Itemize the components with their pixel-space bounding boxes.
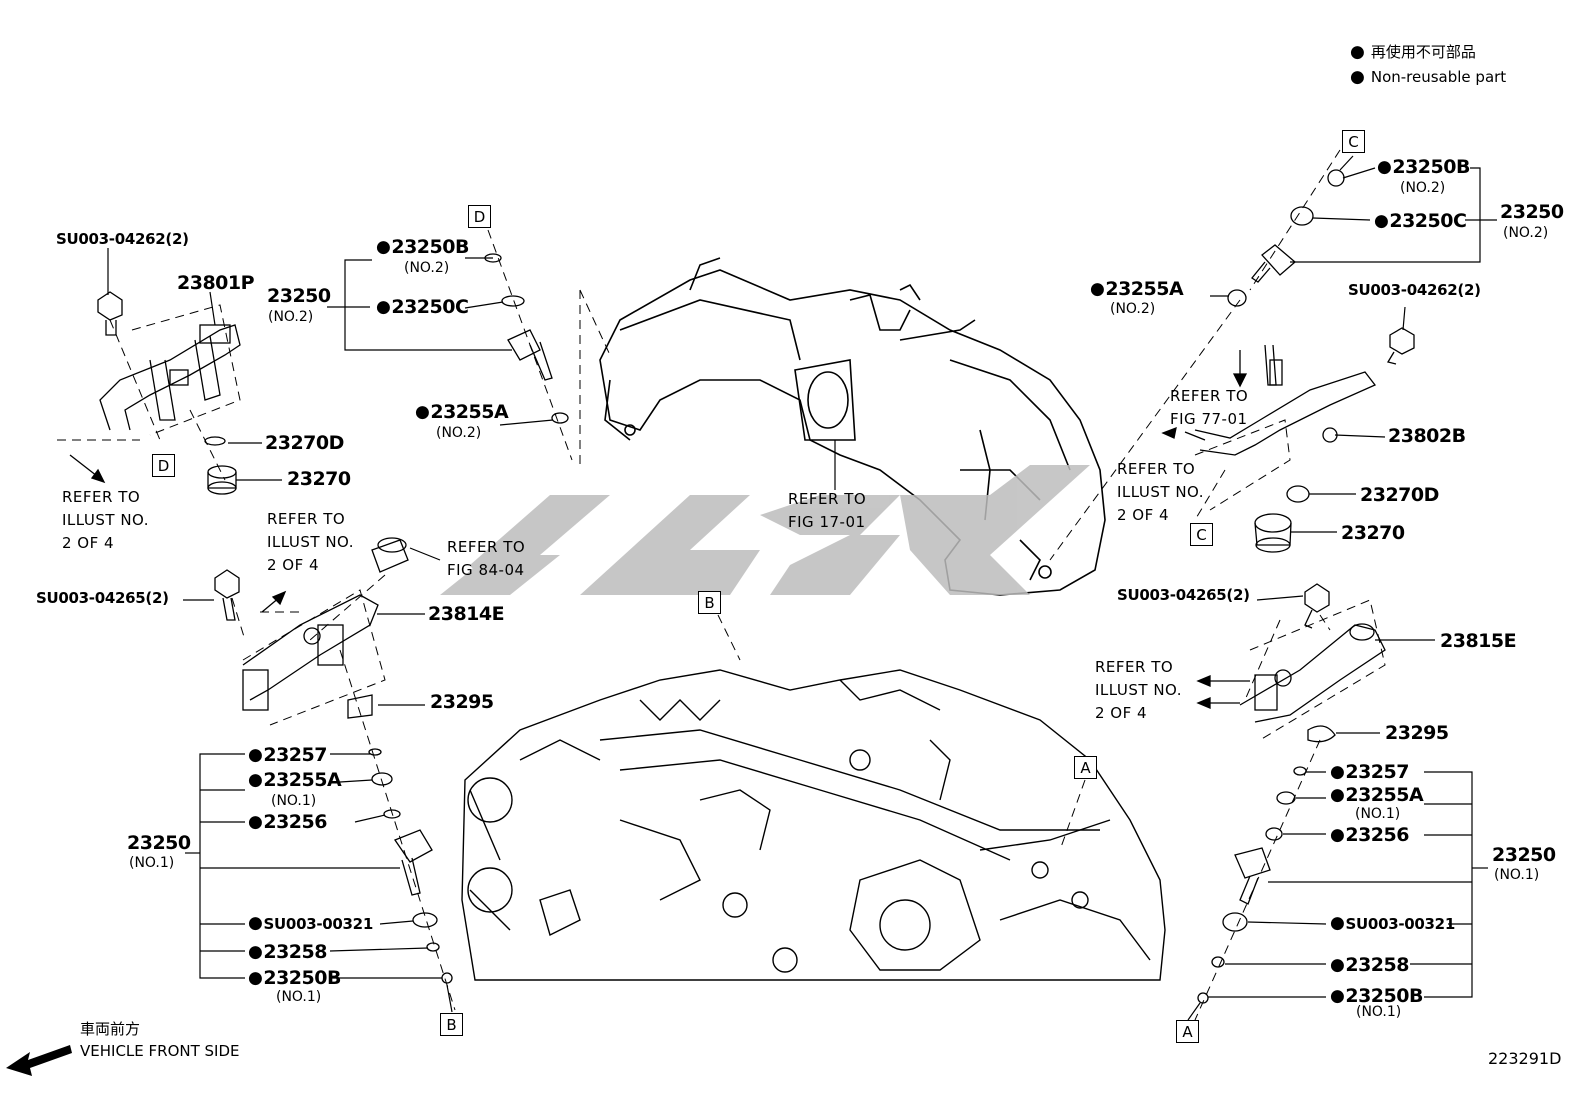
sub-23250-no2-left: (NO.2) [268, 309, 314, 325]
injector-lower-right-drawing [1234, 847, 1271, 905]
label-insulator-23295-left[interactable]: 23295 [430, 691, 494, 713]
sub-23255A-no2-right: (NO.2) [1110, 301, 1156, 317]
ref-box-d-top[interactable]: D [468, 205, 491, 228]
vehicle-front-side: 車両前方 VEHICLE FRONT SIDE [80, 1018, 240, 1062]
fuel-pipe-23802B-drawing [1194, 344, 1377, 456]
sub-23255A-no1-left: (NO.1) [271, 793, 317, 809]
refer-illust-right-upper: REFER TO ILLUST NO. 2 OF 4 [1117, 460, 1205, 524]
legend-ja: 再使用不可部品 [1350, 40, 1506, 65]
refer-illust-centre-left: REFER TO ILLUST NO. 2 OF 4 [267, 510, 355, 574]
sub-23250-no2-right: (NO.2) [1503, 225, 1549, 241]
label-su003-00321-right[interactable]: SU003-00321 [1330, 916, 1456, 933]
label-23257-right[interactable]: 23257 [1330, 763, 1409, 782]
front-en: VEHICLE FRONT SIDE [80, 1042, 240, 1060]
label-bolt-left-top[interactable]: SU003-04262(2) [56, 230, 189, 248]
intake-manifold-drawing [599, 257, 1106, 596]
label-23257-left[interactable]: 23257 [248, 746, 327, 765]
engine-block-drawing [461, 669, 1166, 981]
plug-left-drawing [207, 465, 237, 495]
refer-fig-17-01: REFER TO FIG 17-01 [788, 490, 867, 531]
label-23250B-no2-left[interactable]: 23250B [376, 238, 469, 257]
ref-box-a-bottom[interactable]: A [1176, 1020, 1199, 1043]
ref-box-a-centre[interactable]: A [1074, 756, 1097, 779]
label-bolt-right-mid[interactable]: SU003-04265(2) [1117, 586, 1250, 604]
figure-number: 223291D [1488, 1049, 1562, 1068]
label-rail-23815E[interactable]: 23815E [1440, 630, 1517, 652]
ref-box-b-bottom[interactable]: B [440, 1013, 463, 1036]
ref-box-c-right[interactable]: C [1190, 523, 1213, 546]
ref-box-d-left[interactable]: D [152, 454, 175, 477]
label-23250C-left[interactable]: 23250C [376, 298, 469, 317]
label-plug-23270-left[interactable]: 23270 [287, 468, 351, 490]
sub-23255A-no1-right: (NO.1) [1355, 806, 1401, 822]
label-gasket-23270D-right[interactable]: 23270D [1360, 484, 1439, 506]
label-bolt-right-top[interactable]: SU003-04262(2) [1348, 281, 1481, 299]
label-23256-right[interactable]: 23256 [1330, 826, 1409, 845]
label-insulator-23295-right[interactable]: 23295 [1385, 722, 1449, 744]
legend: 再使用不可部品 Non-reusable part [1350, 40, 1506, 90]
label-23255A-no2-right[interactable]: 23255A [1090, 280, 1183, 299]
label-pipe-23801P[interactable]: 23801P [177, 272, 255, 294]
watermark-logo [440, 465, 1090, 595]
sub-23250B-no2-right: (NO.2) [1400, 180, 1446, 196]
sub-23250B-no2-left: (NO.2) [404, 260, 450, 276]
sub-23250B-no1-left: (NO.1) [276, 989, 322, 1005]
sub-23250B-no1-right: (NO.1) [1356, 1004, 1402, 1020]
label-23255A-no2-left[interactable]: 23255A [415, 403, 508, 422]
injector-upper-left-drawing [507, 329, 553, 381]
label-23250C-right[interactable]: 23250C [1374, 212, 1467, 231]
bolt-right-mid-drawing [1304, 583, 1330, 629]
label-gasket-23270D-left[interactable]: 23270D [265, 432, 344, 454]
bolt-right-top-drawing [1386, 327, 1415, 365]
vehicle-front-arrow-drawing [6, 1045, 72, 1076]
sub-23250-no1-right: (NO.1) [1494, 867, 1540, 883]
plug-right-drawing [1254, 513, 1292, 553]
label-23255A-no1-right[interactable]: 23255A [1330, 786, 1423, 805]
label-23258-left[interactable]: 23258 [248, 943, 327, 962]
legend-en: Non-reusable part [1350, 65, 1506, 90]
label-23256-left[interactable]: 23256 [248, 813, 327, 832]
label-rail-23814E[interactable]: 23814E [428, 603, 505, 625]
label-su003-00321-left[interactable]: SU003-00321 [248, 916, 374, 933]
label-23250-no1-right[interactable]: 23250 [1492, 844, 1556, 866]
sub-23255A-no2-left: (NO.2) [436, 425, 482, 441]
label-23250-no2-right[interactable]: 23250 [1500, 201, 1564, 223]
refer-illust-left: REFER TO ILLUST NO. 2 OF 4 [62, 488, 150, 552]
fuel-pipe-23801P-drawing [99, 324, 241, 431]
refer-fig-77-01: REFER TO FIG 77-01 [1170, 387, 1249, 428]
label-bolt-left-mid[interactable]: SU003-04265(2) [36, 589, 169, 607]
sensor-drawing [371, 537, 409, 573]
ref-box-b-centre[interactable]: B [698, 591, 721, 614]
label-23258-right[interactable]: 23258 [1330, 956, 1409, 975]
label-pipe-23802B[interactable]: 23802B [1388, 425, 1466, 447]
front-ja: 車両前方 [80, 1020, 141, 1038]
label-23250-no1-left[interactable]: 23250 [127, 832, 191, 854]
ref-box-c-top[interactable]: C [1342, 130, 1365, 153]
fuel-rail-23815E-drawing [1239, 623, 1386, 723]
label-23250B-no2-right[interactable]: 23250B [1377, 158, 1470, 177]
bolt-left-mid-drawing [214, 569, 240, 621]
label-23255A-no1-left[interactable]: 23255A [248, 771, 341, 790]
label-23250-no2-left[interactable]: 23250 [267, 285, 331, 307]
label-23250B-no1-right[interactable]: 23250B [1330, 987, 1423, 1006]
bolt-left-top-drawing [97, 291, 123, 336]
refer-fig-84-04: REFER TO FIG 84-04 [447, 538, 526, 579]
sub-23250-no1-left: (NO.1) [129, 855, 175, 871]
label-23250B-no1-left[interactable]: 23250B [248, 969, 341, 988]
refer-illust-right-lower: REFER TO ILLUST NO. 2 OF 4 [1095, 658, 1183, 722]
label-plug-23270-right[interactable]: 23270 [1341, 522, 1405, 544]
